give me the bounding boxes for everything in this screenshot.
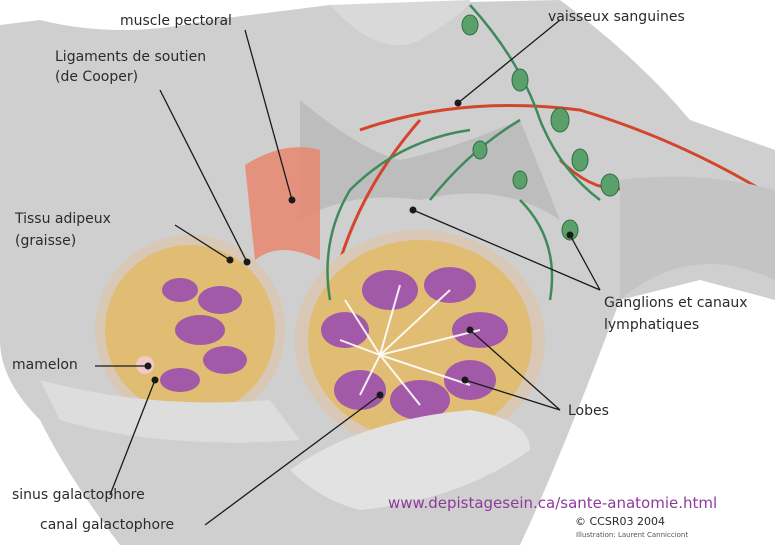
label-ligaments-line1: Ligaments de soutien xyxy=(55,48,206,66)
illustration-credit: Illustration: Laurent Cannicciont xyxy=(576,531,688,539)
label-tissu-line2: (graisse) xyxy=(15,232,76,250)
copyright: © CCSR03 2004 xyxy=(575,515,665,528)
label-canal-galactophore: canal galactophore xyxy=(40,516,174,534)
label-ganglions-line1: Ganglions et canaux xyxy=(604,294,748,312)
label-ganglions-line2: lymphatiques xyxy=(604,316,699,334)
label-vaisseux-sanguines: vaisseux sanguines xyxy=(548,8,685,26)
left-breast xyxy=(95,235,285,425)
label-tissu-line1: Tissu adipeux xyxy=(15,210,111,228)
source-url: www.depistagesein.ca/sante-anatomie.html xyxy=(388,494,717,512)
label-mamelon: mamelon xyxy=(12,356,78,374)
label-sinus-galactophore: sinus galactophore xyxy=(12,486,145,504)
right-breast xyxy=(295,230,545,450)
label-lobes: Lobes xyxy=(568,402,609,420)
label-muscle-pectoral: muscle pectoral xyxy=(120,12,232,30)
label-ligaments-line2: (de Cooper) xyxy=(55,68,138,86)
